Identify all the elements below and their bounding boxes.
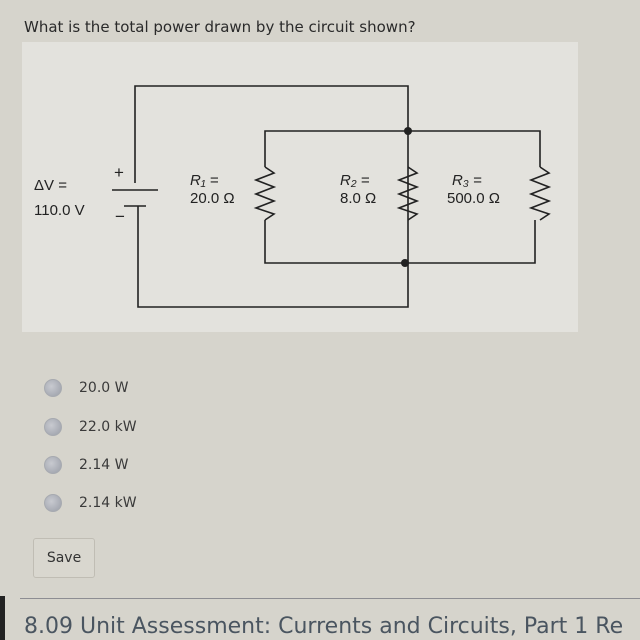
parallel-bottom-wire: [264, 220, 536, 264]
save-button[interactable]: Save: [33, 538, 95, 578]
next-section-title[interactable]: 8.09 Unit Assessment: Currents and Circu…: [24, 614, 624, 639]
outer-loop-wire: [134, 85, 409, 308]
option-label: 22.0 kW: [79, 419, 137, 435]
plus-sign: +: [114, 163, 124, 182]
voltage-value: 110.0 V: [34, 202, 85, 219]
option-label: 2.14 kW: [79, 495, 137, 511]
answer-option-2[interactable]: 22.0 kW: [44, 415, 137, 439]
r1-value: 20.0 Ω: [190, 190, 235, 207]
option-label: 20.0 W: [79, 380, 129, 396]
junction-top: [404, 127, 412, 135]
radio-button[interactable]: [44, 379, 62, 397]
resistor-r1-zigzag: [253, 166, 277, 221]
question-text: What is the total power drawn by the cir…: [24, 18, 416, 36]
r1-label: R₁ =: [190, 172, 219, 189]
r2-value: 8.0 Ω: [340, 190, 377, 207]
r3-value: 500.0 Ω: [447, 190, 500, 207]
r3-label: R₃ =: [452, 172, 482, 189]
radio-button[interactable]: [44, 418, 62, 436]
minus-sign: −: [115, 207, 125, 226]
screen-edge: [0, 596, 5, 640]
radio-button[interactable]: [44, 456, 62, 474]
voltage-label: ΔV =: [34, 177, 67, 194]
option-label: 2.14 W: [79, 457, 129, 473]
circuit-wires: [112, 85, 552, 308]
junction-bottom: [401, 259, 409, 267]
radio-button[interactable]: [44, 494, 62, 512]
resistor-r3-zigzag: [528, 166, 552, 221]
resistor-r2-zigzag: [396, 166, 420, 221]
divider: [20, 598, 640, 599]
circuit-diagram: ΔV = 110.0 V + − R₁ = 20.0 Ω R₂ = 8.0 Ω …: [22, 42, 578, 332]
parallel-top-wire: [264, 130, 541, 167]
answer-option-4[interactable]: 2.14 kW: [44, 491, 137, 515]
r2-label: R₂ =: [340, 172, 370, 189]
answer-option-3[interactable]: 2.14 W: [44, 453, 128, 477]
answer-option-1[interactable]: 20.0 W: [44, 376, 128, 400]
